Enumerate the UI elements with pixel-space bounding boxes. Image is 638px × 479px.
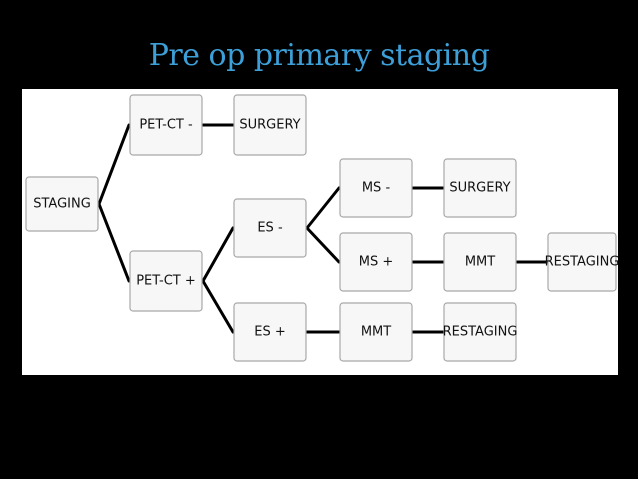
node-box: [129, 250, 203, 312]
node-staging: STAGING: [25, 176, 99, 232]
slide-title: Pre op primary staging: [148, 38, 490, 73]
node-label: PET-CT +: [136, 274, 196, 289]
edge-staging-to-petct-pos: [97, 202, 131, 283]
node-label: PET-CT -: [139, 118, 193, 133]
node-box: [129, 94, 203, 156]
node-box: [339, 232, 413, 292]
node-label: MS -: [362, 181, 391, 196]
node-label: ES -: [257, 221, 283, 236]
node-box: [547, 232, 617, 292]
node-surgery-2: SURGERY: [443, 158, 517, 218]
node-label: RESTAGING: [443, 325, 518, 340]
node-petct-neg: PET-CT -: [129, 94, 203, 156]
node-label: STAGING: [33, 197, 91, 212]
edge-es-neg-to-ms-pos: [305, 226, 341, 264]
node-box: [443, 302, 517, 362]
node-box: [443, 232, 517, 292]
node-restaging-1: RESTAGING: [545, 232, 618, 292]
node-surgery-1: SURGERY: [233, 94, 307, 156]
flowchart: STAGING PET-CT - SURGERY PET-CT + ES - ES + MS…: [25, 94, 618, 362]
node-label: MMT: [361, 325, 391, 340]
edge-es-neg-to-ms-neg: [305, 186, 341, 230]
node-label: RESTAGING: [545, 255, 618, 270]
node-ms-pos: MS +: [339, 232, 413, 292]
edge-petct-pos-to-es-pos: [201, 279, 235, 334]
node-box: [233, 94, 307, 156]
node-label: MMT: [465, 255, 495, 270]
node-box: [233, 302, 307, 362]
node-label: SURGERY: [449, 181, 510, 196]
node-box: [25, 176, 99, 232]
edge-petct-pos-to-es-neg: [201, 226, 235, 283]
node-es-neg: ES -: [233, 198, 307, 258]
nodes-layer: STAGING PET-CT - SURGERY PET-CT + ES - ES + MS…: [25, 94, 618, 362]
node-box: [339, 302, 413, 362]
node-mmt-2: MMT: [339, 302, 413, 362]
node-label: MS +: [359, 255, 394, 270]
node-ms-neg: MS -: [339, 158, 413, 218]
node-label: SURGERY: [239, 118, 300, 133]
node-es-pos: ES +: [233, 302, 307, 362]
node-box: [339, 158, 413, 218]
edges-layer: [97, 123, 549, 334]
diagram-panel: STAGING PET-CT - SURGERY PET-CT + ES - ES + MS…: [22, 89, 618, 375]
node-box: [233, 198, 307, 258]
node-box: [443, 158, 517, 218]
node-mmt-1: MMT: [443, 232, 517, 292]
node-label: ES +: [254, 325, 286, 340]
node-restaging-2: RESTAGING: [443, 302, 518, 362]
edge-staging-to-petct-neg: [97, 123, 131, 206]
node-petct-pos: PET-CT +: [129, 250, 203, 312]
